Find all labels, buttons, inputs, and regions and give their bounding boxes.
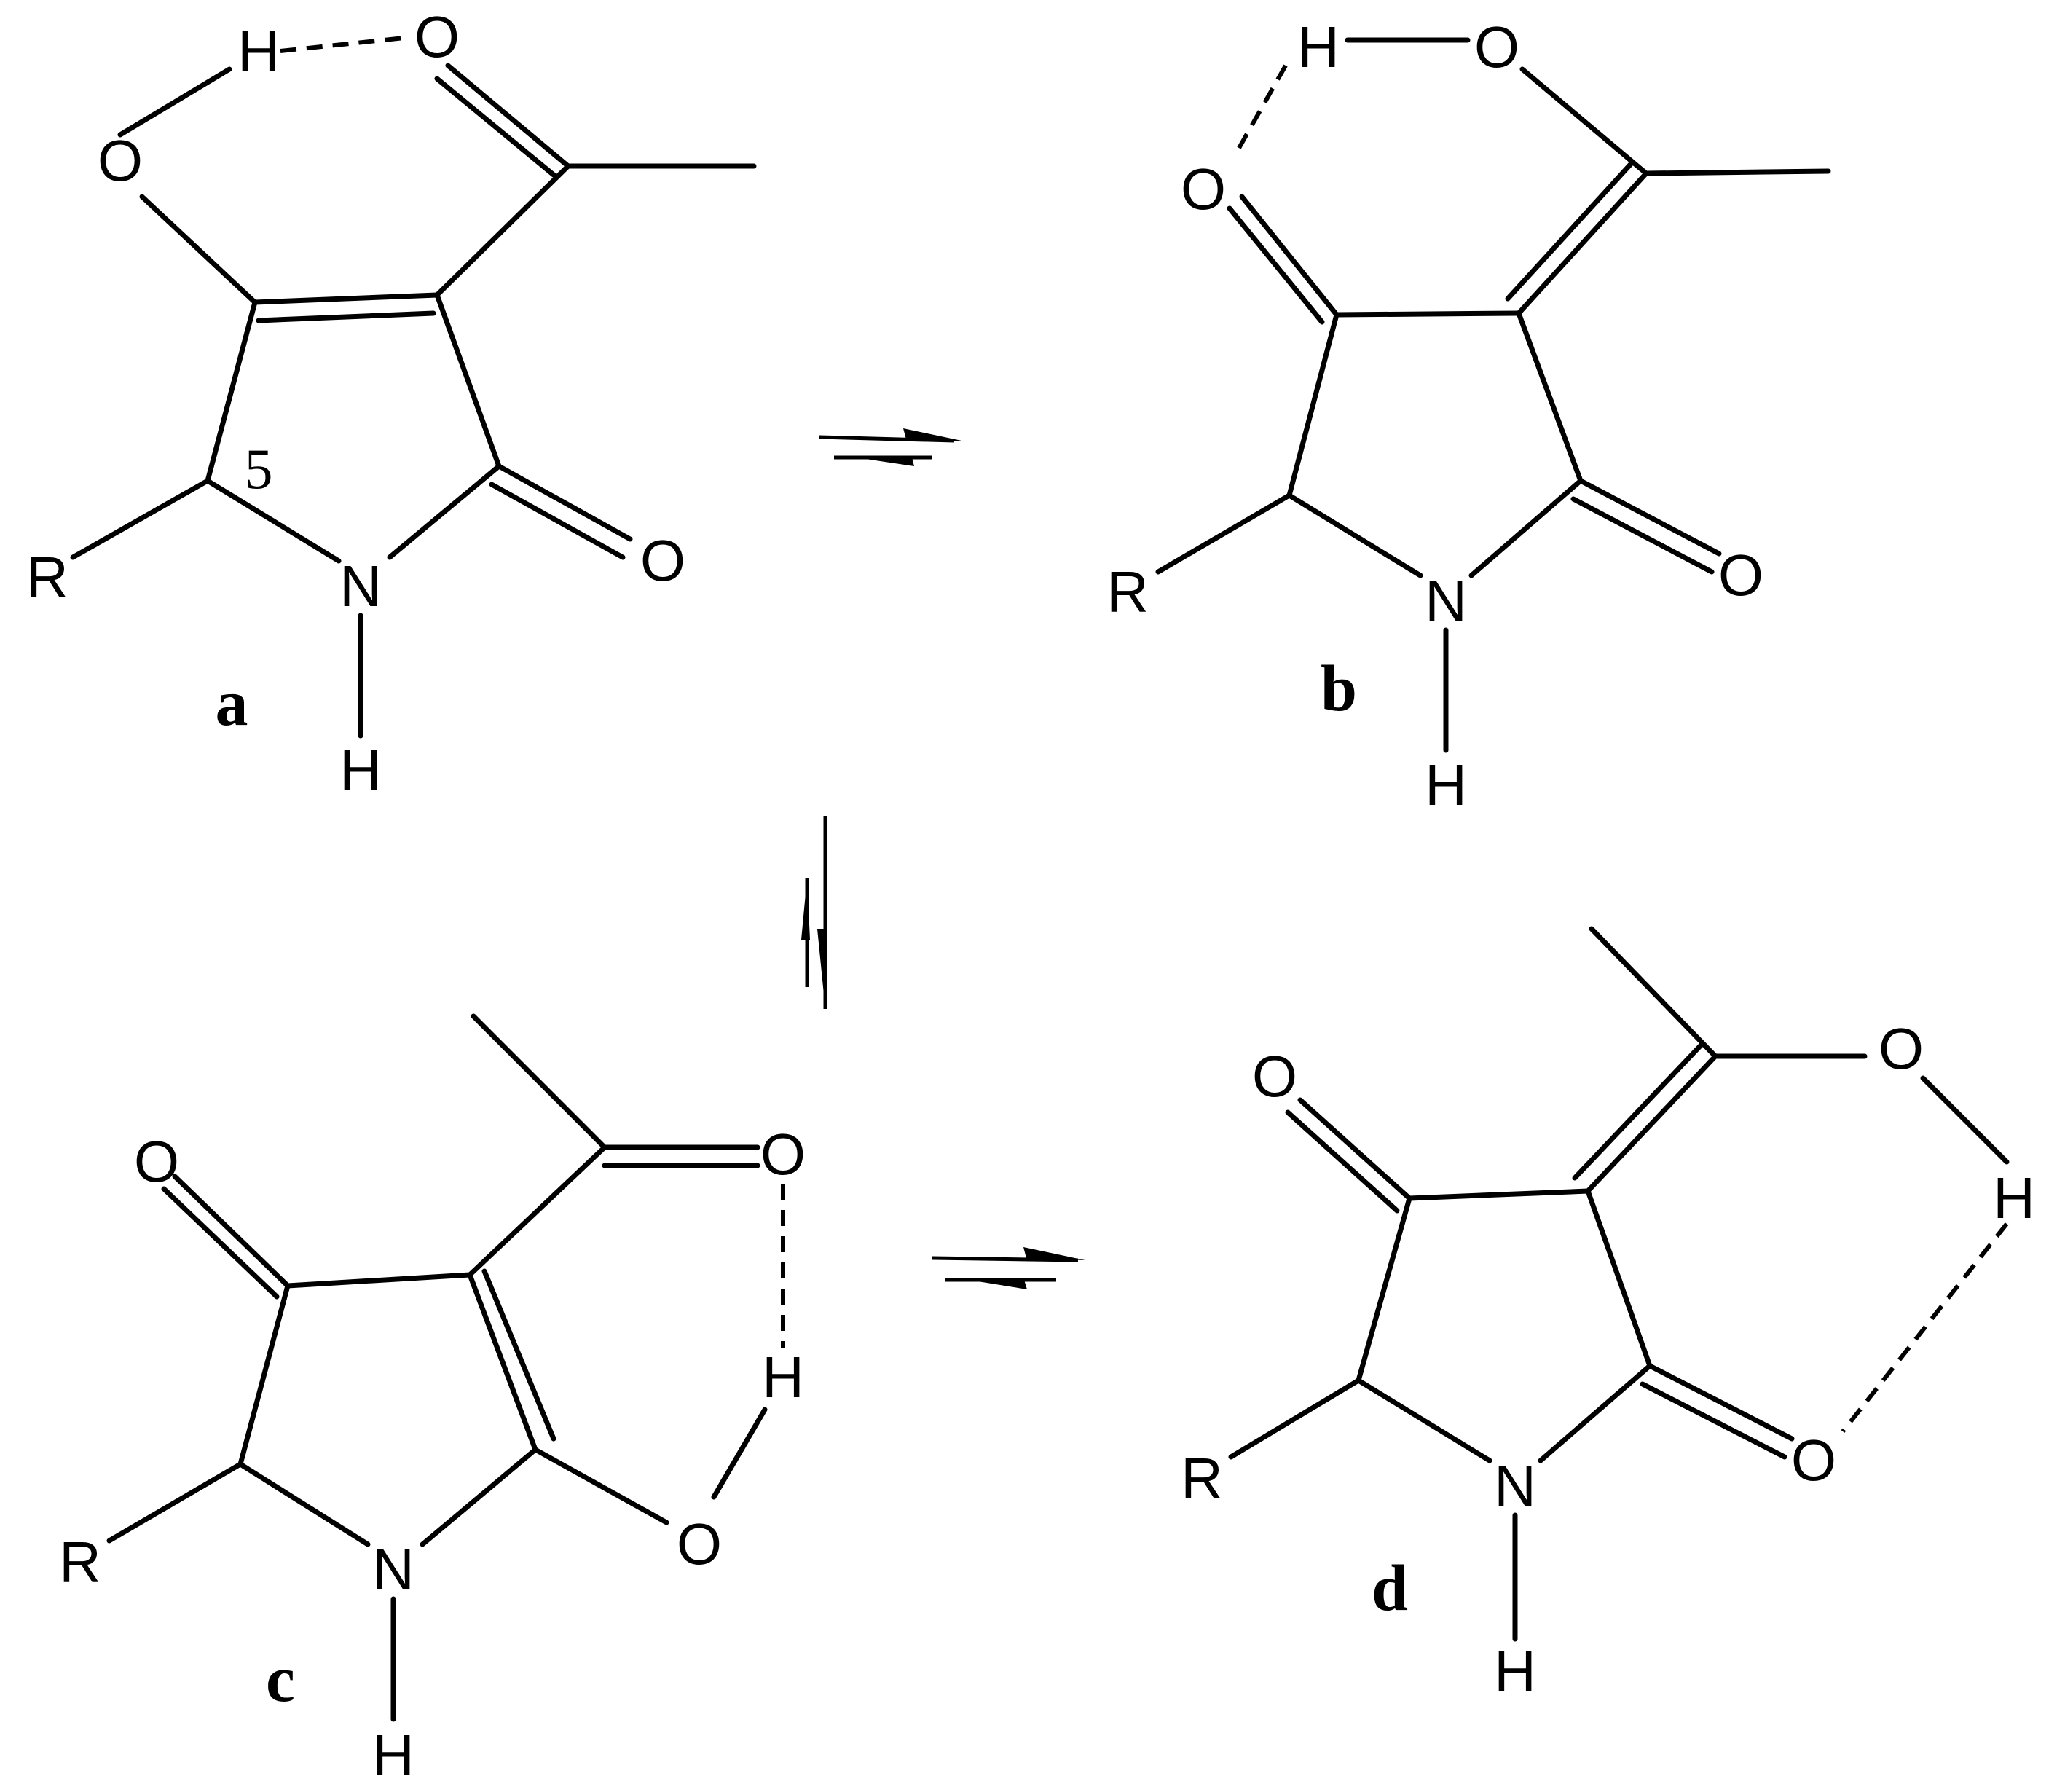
atom-O: O [134,1129,179,1194]
ring-locant: 5 [245,437,273,500]
atom-H: H [372,1723,414,1788]
equilibrium-arrow-a-b [819,428,965,466]
atom-H: H [1494,1639,1536,1704]
atom-R: R [26,545,68,610]
atom-H: H [237,19,280,84]
label-c: c [266,1643,295,1716]
label-d: d [1372,1552,1408,1624]
atom-O: O [1252,1044,1297,1109]
atom-O: O [1474,15,1519,79]
structure-b: H O O N H O R b [1106,15,1831,817]
atom-R: R [1181,1446,1223,1511]
atom-H: H [1993,1166,2035,1230]
atom-O: O [677,1512,722,1576]
structure-a: O H O N H O R 5 a [26,4,757,803]
atom-O: O [1718,543,1763,608]
atom-H: H [1297,15,1340,79]
structure-c: O O H O N H R c [59,1013,806,1788]
atom-H: H [1425,752,1467,817]
atom-O: O [760,1122,806,1187]
label-a: a [216,667,248,739]
atom-R: R [59,1530,101,1595]
label-b: b [1321,653,1357,725]
atom-O: O [1181,157,1226,221]
structure-d: O O H O N H R d [1181,926,2035,1704]
atom-H: H [762,1345,804,1410]
atom-O: O [640,528,685,593]
equilibrium-arrow-c-d [932,1247,1085,1289]
atom-N: N [339,554,382,618]
atom-O: O [414,4,460,69]
atom-N: N [1494,1453,1536,1518]
equilibrium-arrow-a-c [801,816,827,1009]
atom-O: O [1879,1016,1924,1081]
atom-R: R [1106,559,1149,624]
atom-N: N [372,1537,414,1602]
atom-O: O [1791,1428,1836,1493]
atom-H: H [339,738,382,803]
atom-N: N [1425,568,1467,633]
atom-O: O [98,128,143,193]
